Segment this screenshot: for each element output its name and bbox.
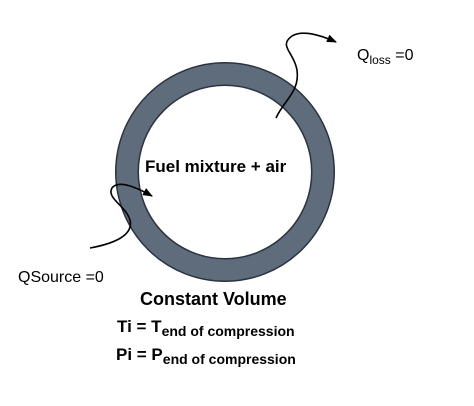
pressure-subscript: end of compression — [162, 351, 296, 367]
conditions-title: Constant Volume — [140, 289, 287, 309]
heat-loss-subscript: loss — [369, 53, 391, 67]
temperature-lhs: Ti = T — [117, 317, 162, 336]
vessel-contents-label: Fuel mixture + air — [145, 157, 287, 176]
heat-loss-arrow — [275, 32, 337, 119]
heat-loss-value: =0 — [390, 47, 414, 64]
heat-source-arrow — [89, 183, 153, 249]
pressure-lhs: Pi = P — [116, 345, 163, 364]
temperature-subscript: end of compression — [161, 323, 295, 339]
heat-loss-symbol: Q — [357, 47, 370, 64]
pressure-condition: Pi = Pend of compression — [116, 345, 296, 366]
temperature-condition: Ti = Tend of compression — [117, 317, 295, 338]
heat-source-label: QSource =0 — [18, 269, 104, 286]
heat-loss-label: Qloss =0 — [357, 47, 414, 67]
vessel-wall-fill — [116, 63, 334, 281]
